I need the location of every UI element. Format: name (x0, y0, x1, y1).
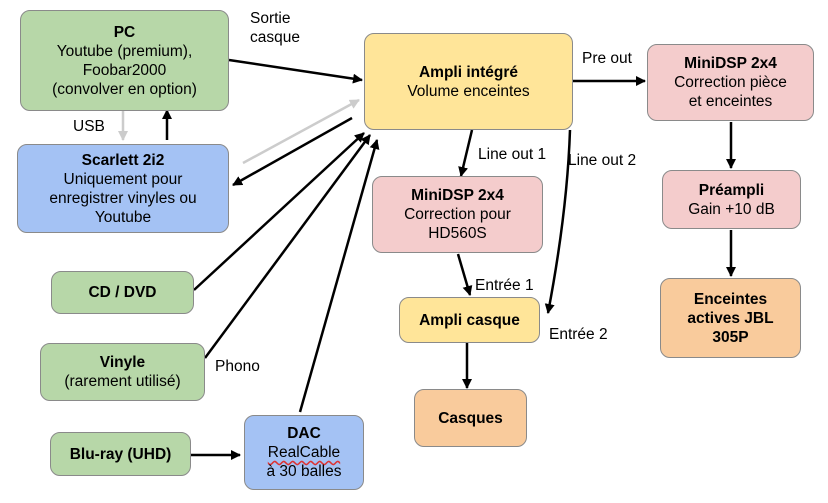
node-scarlett: Scarlett 2i2 Uniquement pour enregistrer… (17, 144, 229, 233)
node-preampli-title: Préampli (698, 181, 765, 199)
node-ampli-title: Ampli intégré (418, 63, 519, 81)
arrow-scarlett-to-ampli-grey (242, 98, 360, 165)
node-dac: DAC RealCable à 30 balles (244, 415, 364, 490)
node-minidsp-enceintes: MiniDSP 2x4 Correction pièce et enceinte… (647, 44, 814, 121)
arrow-ampli-to-scarlett (232, 116, 353, 187)
node-bluray: Blu-ray (UHD) (50, 432, 191, 476)
node-ampli-casque-title: Ampli casque (419, 311, 520, 329)
node-ampli-integre: Ampli intégré Volume enceintes (364, 33, 573, 130)
node-enceintes: Enceintes actives JBL 305P (660, 278, 801, 358)
node-minidsp-casque: MiniDSP 2x4 Correction pour HD560S (372, 176, 543, 253)
node-preampli: Préampli Gain +10 dB (662, 170, 801, 229)
node-pc-text: Youtube (premium), Foobar2000 (convolver… (52, 42, 197, 98)
arrow-minidsp1-to-ampli-casque (456, 253, 473, 296)
node-enceintes-title: Enceintes actives JBL 305P (687, 290, 774, 346)
node-dac-line2: à 30 balles (266, 463, 342, 480)
label-pre-out: Pre out (582, 50, 632, 67)
node-casques-title: Casques (438, 409, 503, 427)
node-ampli-casque: Ampli casque (399, 297, 540, 343)
node-ampli-text: Volume enceintes (407, 82, 530, 100)
node-pc: PC Youtube (premium), Foobar2000 (convol… (20, 10, 229, 111)
node-minidsp1-title: MiniDSP 2x4 (411, 187, 504, 204)
label-entree-2: Entrée 2 (549, 326, 608, 343)
node-pc-title: PC (113, 23, 136, 41)
node-dac-line1: RealCable (267, 444, 341, 461)
node-vinyle-text: (rarement utilisé) (64, 373, 181, 390)
label-usb: USB (73, 118, 105, 135)
arrow-pc-to-ampli (228, 58, 363, 84)
node-bluray-title: Blu-ray (UHD) (69, 445, 172, 463)
node-vinyle: Vinyle (rarement utilisé) (40, 343, 205, 401)
node-cd-title: CD / DVD (88, 284, 157, 301)
node-minidsp2-text: Correction pièce et enceintes (674, 74, 787, 110)
node-scarlett-title: Scarlett 2i2 (81, 151, 165, 169)
label-phono: Phono (215, 358, 260, 375)
node-casques: Casques (414, 389, 527, 447)
node-cd: CD / DVD (51, 271, 194, 314)
label-line-out-1: Line out 1 (478, 146, 547, 163)
node-minidsp2-title: MiniDSP 2x4 (684, 55, 777, 72)
arrow-ampli-to-ampli-casque (544, 129, 572, 314)
label-entree-1: Entrée 1 (475, 277, 534, 294)
node-vinyle-title: Vinyle (99, 354, 146, 371)
arrow-ampli-to-minidsp1 (458, 129, 474, 177)
node-preampli-text: Gain +10 dB (688, 200, 775, 218)
arrow-cd-to-ampli (193, 132, 365, 291)
node-dac-title: DAC (287, 425, 321, 442)
arrow-vinyle-to-ampli (203, 134, 372, 359)
label-sortie-casque: Sortie casque (250, 10, 300, 46)
node-scarlett-text: Uniquement pour enregistrer vinyles ou Y… (49, 170, 197, 226)
arrow-dac-to-ampli (298, 139, 380, 413)
label-line-out-2: Line out 2 (568, 152, 637, 169)
node-minidsp1-text: Correction pour HD560S (404, 206, 511, 242)
